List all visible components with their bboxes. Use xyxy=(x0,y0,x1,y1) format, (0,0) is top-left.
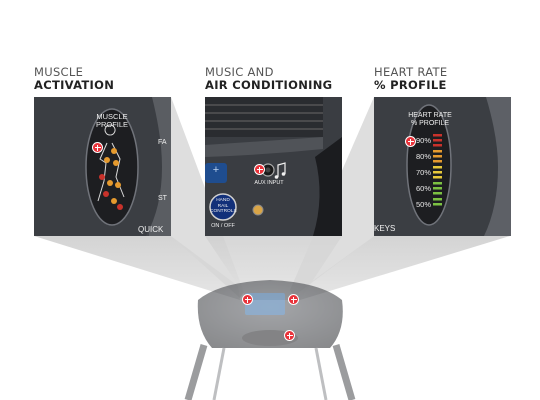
hr-level-label: 50% xyxy=(416,200,432,209)
fan-label-line2: RAIL xyxy=(217,203,229,209)
caption-line1: MUSCLE xyxy=(34,65,84,79)
hr-level-label: 60% xyxy=(416,184,432,193)
title-line1: HEART RATE xyxy=(408,112,452,119)
muscle-dot xyxy=(111,198,117,204)
muscle-dot xyxy=(117,204,123,210)
hr-led xyxy=(433,182,442,185)
hr-led xyxy=(433,187,442,190)
hr-level-label: 80% xyxy=(416,152,432,161)
aux-input-label: AUX INPUT xyxy=(254,180,284,186)
marker-hr-profile[interactable] xyxy=(405,136,416,147)
marker-aux[interactable] xyxy=(254,164,265,175)
hr-level-label: 90% xyxy=(416,136,432,145)
muscle-dot xyxy=(115,182,121,188)
hr-led xyxy=(433,171,442,174)
title-line2: % PROFILE xyxy=(410,120,450,127)
keys-label: KEYS xyxy=(374,224,396,233)
marker-muscle-profile[interactable] xyxy=(92,142,103,153)
hr-led xyxy=(433,144,442,147)
hr-led xyxy=(433,192,442,195)
panel-music-air: + AUX INPUT HAND RAIL CONTROLS ON / OFF xyxy=(205,97,342,236)
hr-led xyxy=(433,139,442,142)
side-text-2: ST xyxy=(158,195,167,202)
hr-led xyxy=(433,166,442,169)
muscle-dot xyxy=(104,157,110,163)
beam-left xyxy=(34,236,240,300)
caption-muscle-activation: MUSCLE ACTIVATION xyxy=(34,66,114,92)
caption-music-air: MUSIC AND AIR CONDITIONING xyxy=(205,66,332,92)
hr-led xyxy=(433,176,442,179)
caption-heart-rate: HEART RATE % PROFILE xyxy=(374,66,447,92)
hr-led xyxy=(433,134,442,137)
hr-led xyxy=(433,198,442,201)
hr-led xyxy=(433,203,442,206)
panel-heart-rate: HEART RATE % PROFILE 90% 80% 70% 60% 50%… xyxy=(374,97,511,236)
marker-music-air[interactable] xyxy=(284,330,295,341)
fan-button-label[interactable]: HAND RAIL CONTROLS xyxy=(210,198,237,215)
muscle-profile-title: MUSCLE PROFILE xyxy=(90,113,134,129)
beam-right xyxy=(292,236,510,300)
muscle-dot xyxy=(113,160,119,166)
caption-line1: MUSIC AND xyxy=(205,65,274,79)
plus-key-label[interactable]: + xyxy=(212,164,220,176)
hr-led xyxy=(433,160,442,163)
title-line2: PROFILE xyxy=(95,120,129,129)
on-off-label: ON / OFF xyxy=(211,223,235,229)
hr-led xyxy=(433,155,442,158)
marker-heart-rate-profile[interactable] xyxy=(288,294,299,305)
muscle-dot xyxy=(107,180,113,186)
fan-label-line3: CONTROLS xyxy=(210,209,237,214)
side-text-1: FA xyxy=(158,139,167,146)
hr-profile-title: HEART RATE % PROFILE xyxy=(404,112,456,128)
panel-muscle-profile: MUSCLE PROFILE FA ST QUICK xyxy=(34,97,171,236)
hr-led xyxy=(433,150,442,153)
muscle-dot xyxy=(103,191,109,197)
quick-label: QUICK xyxy=(138,225,164,234)
title-line1: MUSCLE xyxy=(96,112,128,121)
muscle-dot xyxy=(111,148,117,154)
caption-line2: ACTIVATION xyxy=(34,78,115,92)
caption-line1: HEART RATE xyxy=(374,65,448,79)
treadmill-console xyxy=(184,280,356,400)
fan-label-line1: HAND xyxy=(216,198,230,203)
caption-line2: AIR CONDITIONING xyxy=(205,78,333,92)
marker-muscle-activation[interactable] xyxy=(242,294,253,305)
caption-line2: % PROFILE xyxy=(374,78,447,92)
hr-level-label: 70% xyxy=(416,168,432,177)
muscle-dot xyxy=(99,174,105,180)
